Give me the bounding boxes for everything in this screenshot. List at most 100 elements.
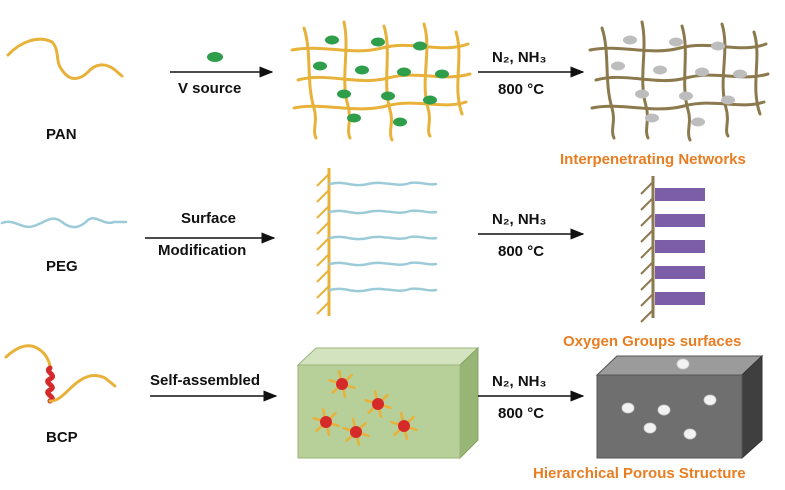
peg-label: PEG <box>46 258 78 275</box>
micelle-core <box>320 416 332 428</box>
v-particle <box>347 113 361 123</box>
network-fiber <box>342 20 352 140</box>
peg-brush <box>328 261 438 267</box>
pan-v-network-dots <box>313 35 449 127</box>
substrate-wall-peg <box>316 168 331 316</box>
peg-brush <box>328 209 438 215</box>
substrate-hatch <box>316 269 330 283</box>
result-interpenetrating-networks: Interpenetrating Networks <box>560 151 746 168</box>
network-fiber <box>382 24 394 142</box>
substrate-hatch <box>640 293 654 307</box>
pore <box>683 428 697 440</box>
v-particle <box>413 41 427 51</box>
void-particle <box>645 113 659 123</box>
void-particle <box>669 37 683 47</box>
modification-label: Modification <box>158 242 247 259</box>
green-micelle-block <box>296 346 480 460</box>
micelle-core <box>372 398 384 410</box>
pore <box>657 404 671 416</box>
temp-label-2: 800 °C <box>498 243 545 260</box>
pan-v-network <box>290 20 472 142</box>
micelle-core <box>398 420 410 432</box>
substrate-hatch <box>640 181 654 195</box>
bcp-micelles <box>312 370 418 446</box>
micelle-core <box>350 426 362 438</box>
substrate-hatch <box>640 213 654 227</box>
v-particle <box>423 95 437 105</box>
v-source-dot <box>207 52 223 62</box>
result-hierarchical-porous-structure: Hierarchical Porous Structure <box>533 465 746 482</box>
peg-brush <box>328 235 438 241</box>
network-fiber <box>720 22 730 138</box>
carbon-network <box>588 20 770 142</box>
oxygen-group-bar <box>655 240 705 253</box>
v-particle <box>325 35 339 45</box>
oxygen-group-bars <box>655 188 705 305</box>
void-particle <box>691 117 705 127</box>
void-particle <box>611 61 625 71</box>
self-assembled-label: Self-assembled <box>150 372 261 389</box>
oxygen-group-bar <box>655 266 705 279</box>
gas-label-3: N₂, NH₃ <box>492 373 547 390</box>
network-fiber <box>752 30 762 116</box>
void-particle <box>623 35 637 45</box>
network-fiber <box>290 42 470 53</box>
network-fiber <box>600 26 616 140</box>
v-particle <box>393 117 407 127</box>
network-fiber <box>640 20 650 140</box>
porous-carbon-block <box>595 354 764 460</box>
bcp-label: BCP <box>46 429 78 446</box>
substrate-hatch <box>640 197 654 211</box>
pan-label: PAN <box>46 126 77 143</box>
network-fiber <box>588 42 768 53</box>
oxygen-group-bar <box>655 188 705 201</box>
substrate-hatch <box>316 205 330 219</box>
substrate-hatch <box>316 301 330 315</box>
void-particle <box>721 95 735 105</box>
pores <box>621 358 717 440</box>
network-fiber <box>292 100 468 111</box>
peg-brushes <box>328 181 438 293</box>
substrate-hatch <box>316 285 330 299</box>
v-particle <box>397 67 411 77</box>
surface-label: Surface <box>181 210 237 227</box>
substrate-hatch <box>640 229 654 243</box>
substrate-hatch <box>640 261 654 275</box>
substrate-hatch <box>316 221 330 235</box>
pore <box>621 402 635 414</box>
substrate-hatch <box>316 189 330 203</box>
substrate-hatch <box>316 253 330 267</box>
micelle-core <box>336 378 348 390</box>
network-fiber <box>680 24 692 142</box>
network-fiber <box>454 30 464 116</box>
v-particle <box>435 69 449 79</box>
pan-chain <box>6 37 124 80</box>
bcp-chain <box>4 344 117 404</box>
gas-label-1: N₂, NH₃ <box>492 49 547 66</box>
substrate-hatch <box>640 245 654 259</box>
pore <box>676 358 690 370</box>
temp-label-3: 800 °C <box>498 405 545 422</box>
result-oxygen-groups-surfaces: Oxygen Groups surfaces <box>563 333 742 350</box>
void-particle <box>733 69 747 79</box>
void-particle <box>695 67 709 77</box>
v-particle <box>355 65 369 75</box>
substrate-hatch <box>316 237 330 251</box>
network-fiber <box>590 100 766 111</box>
v-particle <box>371 37 385 47</box>
substrate-hatch <box>640 309 654 323</box>
temp-label-1: 800 °C <box>498 81 545 98</box>
network-fiber <box>422 22 432 138</box>
v-particle <box>337 89 351 99</box>
pore <box>643 422 657 434</box>
oxygen-group-bar <box>655 214 705 227</box>
substrate-hatch <box>316 173 330 187</box>
v-particle <box>381 91 395 101</box>
void-particle <box>711 41 725 51</box>
substrate-hatch <box>640 277 654 291</box>
pore <box>703 394 717 406</box>
v-source-label: V source <box>178 80 242 97</box>
peg-chain <box>0 217 128 229</box>
